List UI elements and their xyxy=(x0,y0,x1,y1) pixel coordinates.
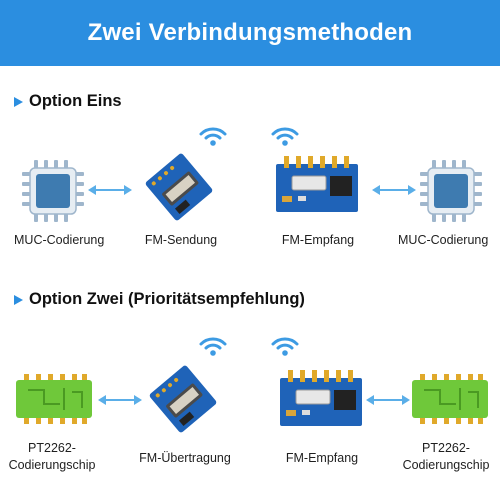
wifi-icon xyxy=(271,127,299,146)
green-chip-icon xyxy=(412,374,488,424)
label-line: PT2262- xyxy=(422,441,470,455)
double-arrow-icon xyxy=(366,395,410,405)
fm-transmitter-module xyxy=(142,148,216,226)
label-line: Codierungschip xyxy=(402,458,490,472)
label-fm-transfer: FM-Übertragung xyxy=(139,451,231,465)
mcu-chip-right xyxy=(418,158,484,224)
double-arrow-icon xyxy=(88,185,132,195)
label-fm-receive: FM-Empfang xyxy=(281,233,355,247)
label-pt2262-left: PT2262- Codierungschip xyxy=(4,440,100,474)
microcontroller-icon xyxy=(22,160,84,222)
option-two-title: Option Zwei (Prioritätsempfehlung) xyxy=(29,290,305,308)
rf-module-icon xyxy=(276,156,358,212)
fm-transmitter-module xyxy=(146,360,220,438)
label-mcu-left: MUC-Codierung xyxy=(14,233,105,247)
mcu-chip-left xyxy=(20,158,86,224)
double-arrow-icon xyxy=(98,395,142,405)
option-two-heading: Option Zwei (Prioritätsempfehlung) xyxy=(14,290,305,309)
triangle-bullet-icon xyxy=(14,96,23,107)
wifi-icon xyxy=(271,337,299,356)
label-mcu-right: MUC-Codierung xyxy=(398,233,489,247)
wifi-icon xyxy=(199,337,227,356)
rf-module-icon xyxy=(149,365,217,433)
label-fm-send: FM-Sendung xyxy=(144,233,218,247)
rf-module-icon xyxy=(145,153,213,221)
pt2262-chip-right xyxy=(410,374,490,424)
fm-receiver-module xyxy=(272,156,362,214)
title-banner: Zwei Verbindungsmethoden xyxy=(0,0,500,66)
option-one-heading: Option Eins xyxy=(14,92,122,111)
microcontroller-icon xyxy=(420,160,482,222)
label-line: PT2262- xyxy=(28,441,76,455)
label-fm-receive-2: FM-Empfang xyxy=(285,451,359,465)
triangle-bullet-icon xyxy=(14,294,23,305)
wifi-icon xyxy=(199,127,227,146)
green-chip-icon xyxy=(16,374,92,424)
label-line: Codierungschip xyxy=(8,458,96,472)
rf-module-icon xyxy=(280,370,362,426)
page-title: Zwei Verbindungsmethoden xyxy=(87,19,413,46)
label-pt2262-right: PT2262- Codierungschip xyxy=(396,440,496,474)
fm-receiver-module xyxy=(276,370,366,428)
option-one-title: Option Eins xyxy=(29,92,122,110)
pt2262-chip-left xyxy=(14,374,94,424)
double-arrow-icon xyxy=(372,185,416,195)
